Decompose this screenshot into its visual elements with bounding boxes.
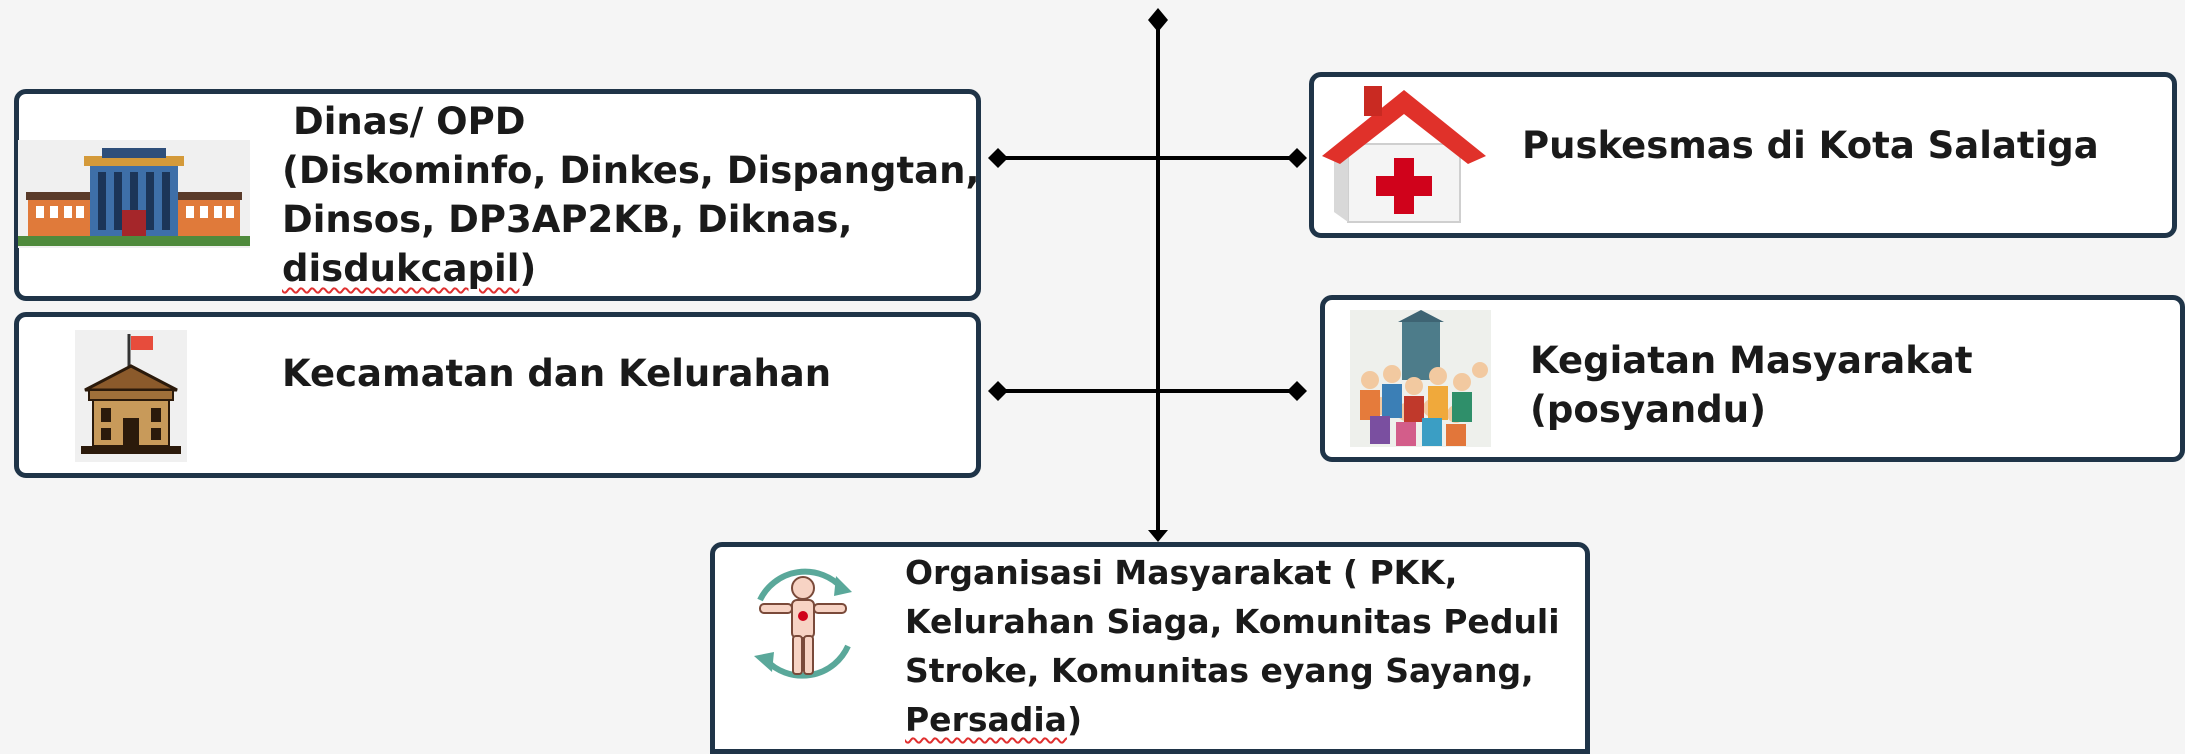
community-crowd-icon [1350, 310, 1491, 447]
dinas-label-line3: Dinsos, DP3AP2KB, Diknas, [282, 198, 853, 241]
dinas-label-line1: Dinas/ OPD [293, 100, 526, 143]
organisasi-label-line1: Organisasi Masyarakat ( PKK, [905, 553, 1458, 592]
top-diamond-marker [1148, 8, 1168, 32]
dinas-label-line4: disdukcapil) [282, 244, 536, 293]
bottom-arrowhead [1148, 530, 1168, 542]
organisasi-label-close-paren: ) [1066, 700, 1083, 739]
dinas-label-squiggle-word: disdukcapil [282, 247, 520, 290]
puskesmas-label: Puskesmas di Kota Salatiga [1522, 124, 2099, 167]
organisasi-label-squiggle-word: Persadia [905, 700, 1067, 739]
kegiatan-label-line2: (posyandu) [1530, 388, 1767, 431]
upper-right-diamond-marker [1287, 148, 1307, 168]
organisasi-label-line3: Stroke, Komunitas eyang Sayang, [905, 651, 1534, 690]
human-body-cycle-icon [754, 568, 852, 679]
government-building-icon [18, 140, 250, 248]
node-organisasi-masyarakat [710, 542, 1590, 754]
organisasi-label-line4: Persadia) [905, 695, 1082, 744]
health-house-icon [1322, 86, 1486, 223]
lower-right-diamond-marker [1287, 381, 1307, 401]
kegiatan-label-line1: Kegiatan Masyarakat [1530, 339, 1973, 382]
lower-left-diamond-marker [988, 381, 1008, 401]
dinas-label-line2: (Diskominfo, Dinkes, Dispangtan, [282, 149, 980, 192]
upper-left-diamond-marker [988, 148, 1008, 168]
town-hall-icon [75, 330, 187, 462]
dinas-label-close-paren: ) [519, 247, 537, 290]
organisasi-label-line2: Kelurahan Siaga, Komunitas Peduli [905, 602, 1560, 641]
kecamatan-label: Kecamatan dan Kelurahan [282, 352, 832, 395]
